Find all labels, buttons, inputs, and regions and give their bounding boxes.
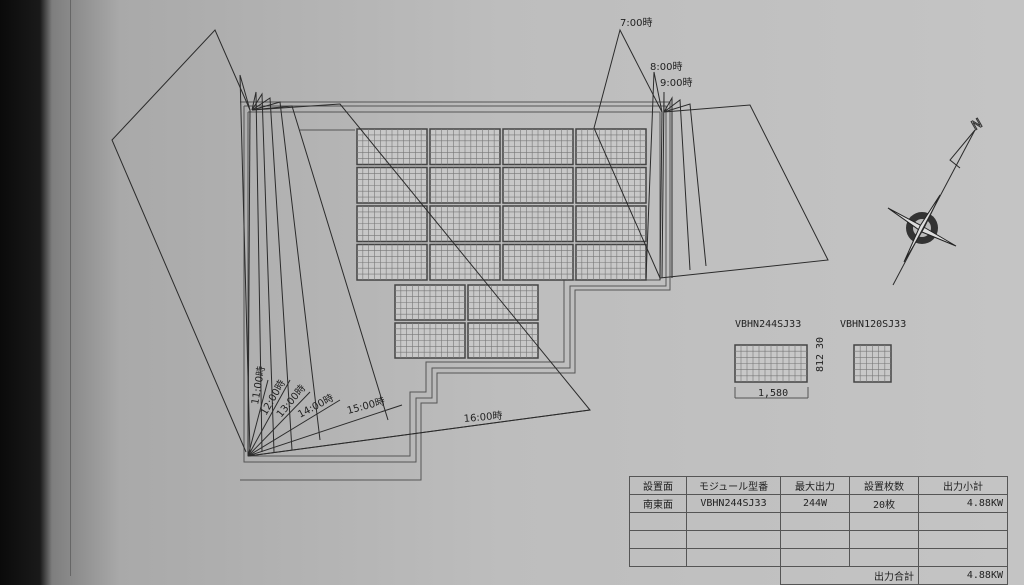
solar-panel <box>394 322 466 359</box>
solar-panel <box>575 128 647 166</box>
header-cell: 設置面 <box>629 476 687 495</box>
paper-sheet <box>70 0 71 576</box>
label-15: 15:00時 <box>346 395 387 417</box>
solar-panel <box>575 166 647 204</box>
module-summary-table: 設置面 モジュール型番 最大出力 設置枚数 出力小計 南東面 VBHN244SJ… <box>629 476 1008 585</box>
cell: 20枚 <box>849 494 919 513</box>
solar-panel <box>502 205 574 243</box>
module-small-model: VBHN120SJ33 <box>840 319 906 330</box>
cell: 南東面 <box>629 494 687 513</box>
table-row <box>629 530 1008 549</box>
label-16: 16:00時 <box>463 410 503 425</box>
shadow-fan-right: 7:00時 8:00時 9:00時 <box>593 17 829 281</box>
table-row: 南東面 VBHN244SJ33 244W 20枚 4.88KW <box>629 494 1008 513</box>
solar-panel <box>429 243 501 281</box>
solar-panel <box>429 128 501 166</box>
solar-panel <box>429 205 501 243</box>
label-7: 7:00時 <box>620 17 652 29</box>
module-width: 1,580 <box>758 388 788 399</box>
solar-panel <box>502 243 574 281</box>
solar-panel <box>356 205 428 243</box>
solar-panel <box>575 243 647 281</box>
table-header-row: 設置面 モジュール型番 最大出力 設置枚数 出力小計 <box>629 476 1008 495</box>
module-frame: 30 <box>815 337 826 349</box>
header-cell: 出力小計 <box>918 476 1008 495</box>
solar-panel <box>467 322 539 359</box>
roof-outline <box>240 101 671 481</box>
label-8: 8:00時 <box>650 61 682 73</box>
module-specs: VBHN244SJ33 VBHN120SJ33 1,580 812 30 <box>734 319 906 399</box>
solar-panel <box>467 284 539 321</box>
header-cell: 最大出力 <box>780 476 850 495</box>
cell: 4.88KW <box>918 494 1008 513</box>
north-label: N <box>969 116 985 134</box>
module-small-icon <box>853 344 892 383</box>
compass-icon: N <box>887 116 986 286</box>
label-9: 9:00時 <box>660 77 692 89</box>
solar-panel <box>394 284 466 321</box>
module-height: 812 <box>815 354 826 372</box>
header-cell: モジュール型番 <box>686 476 781 495</box>
module-large-model: VBHN244SJ33 <box>735 319 801 330</box>
solar-panel <box>356 166 428 204</box>
module-large-grid <box>734 344 808 383</box>
table-row <box>629 548 1008 567</box>
module-small-grid <box>853 344 892 383</box>
cell: 244W <box>780 494 850 513</box>
solar-panel <box>575 205 647 243</box>
shadow-fan-left-bottom <box>247 379 591 457</box>
cell: VBHN244SJ33 <box>686 494 781 513</box>
solar-panel <box>356 128 428 166</box>
solar-panel <box>502 166 574 204</box>
solar-panel-array <box>356 128 647 359</box>
shadow-fan-left-top <box>111 29 591 457</box>
solar-panel <box>356 243 428 281</box>
label-11: 11:00時 <box>249 365 268 405</box>
header-cell: 設置枚数 <box>849 476 919 495</box>
solar-panel <box>429 166 501 204</box>
module-large-icon <box>734 344 808 383</box>
table-row <box>629 512 1008 531</box>
solar-panel <box>502 128 574 166</box>
